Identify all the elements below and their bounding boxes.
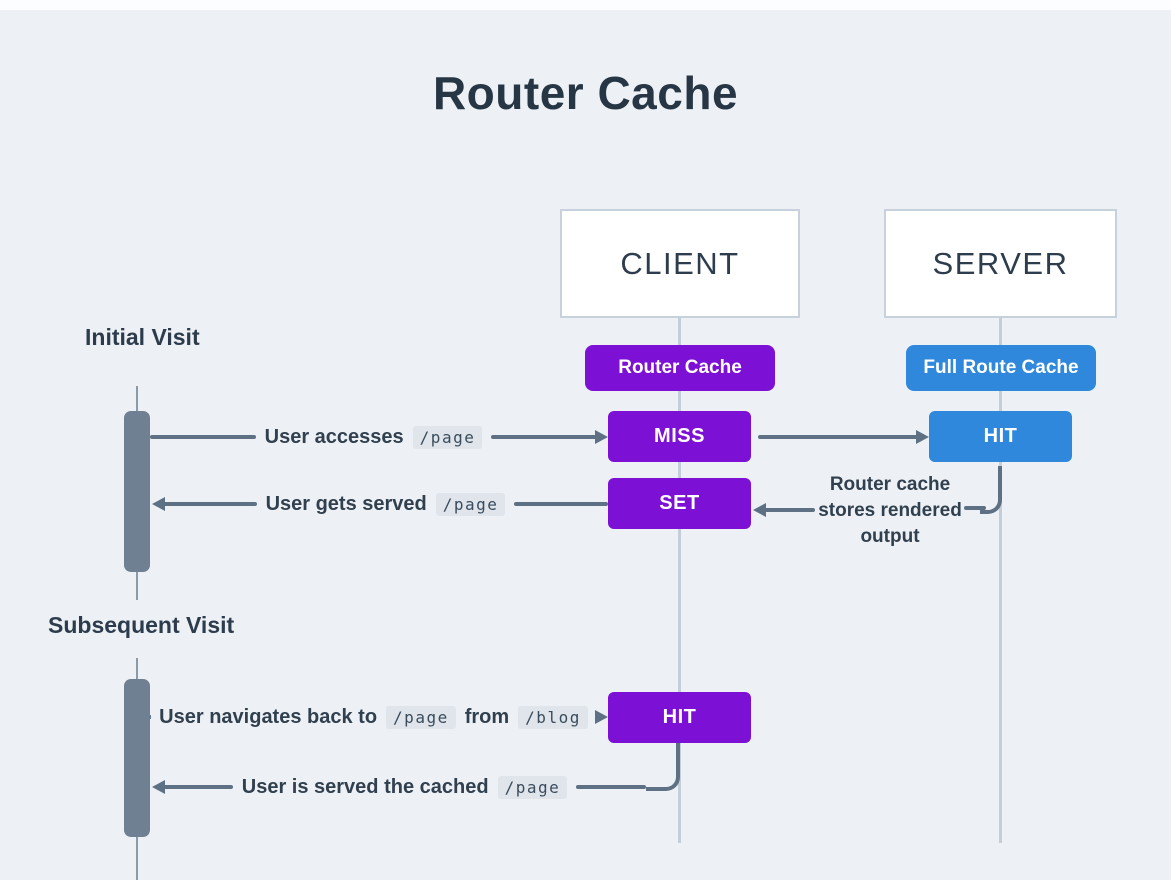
message-text: User navigates back to <box>159 705 378 728</box>
message-text: User is served the cached <box>241 775 489 798</box>
server-actor-box: SERVER <box>884 209 1117 318</box>
message-label: User navigates back to /page from /blog <box>150 705 597 729</box>
client-lifeline <box>678 316 681 843</box>
arrowhead-right-icon <box>916 430 929 444</box>
node-miss: MISS <box>608 411 751 462</box>
note-line-1: Router cache <box>829 474 951 495</box>
message-text-2: from <box>464 705 510 728</box>
note-line-3: output <box>860 526 920 547</box>
arrowhead-right-icon <box>595 710 609 724</box>
message-user-served-cached: User is served the cached /page <box>152 773 646 801</box>
note-line-2: stores rendered <box>818 500 962 521</box>
node-set-label: SET <box>659 492 700 514</box>
server-elbow-connector <box>980 466 1002 514</box>
node-client-hit-label: HIT <box>662 706 697 728</box>
node-set: SET <box>608 478 751 529</box>
message-text: User accesses <box>264 425 404 448</box>
arrow-line <box>576 785 646 789</box>
top-strip <box>0 0 1171 10</box>
arrowhead-left-icon <box>753 503 766 517</box>
arrow-line <box>491 435 597 439</box>
message-miss-to-hit <box>758 423 929 451</box>
client-actor-label: CLIENT <box>620 245 740 281</box>
note-arrow-into-set <box>753 496 815 524</box>
subsequent-visit-activation-bar <box>124 679 150 837</box>
arrowhead-right-icon <box>595 430 608 444</box>
arrowhead-left-icon <box>152 780 165 794</box>
node-server-hit: HIT <box>929 411 1072 462</box>
full-route-cache-badge-label: Full Route Cache <box>923 357 1079 378</box>
node-client-hit: HIT <box>608 692 751 743</box>
route-chip-blog: /blog <box>518 705 588 729</box>
note-connector-dash <box>964 506 986 510</box>
client-hit-elbow-connector <box>646 741 680 791</box>
router-cache-badge: Router Cache <box>585 345 775 391</box>
message-text: User gets served <box>265 492 427 515</box>
arrow-line <box>514 502 608 506</box>
initial-visit-activation-bar <box>124 411 150 572</box>
arrow-line <box>163 502 257 506</box>
message-label: User is served the cached /page <box>233 775 576 799</box>
page-title: Router Cache <box>432 67 739 119</box>
section-label-initial-visit: Initial Visit <box>85 324 200 350</box>
route-chip-page: /page <box>497 775 568 799</box>
full-route-cache-badge: Full Route Cache <box>906 345 1096 391</box>
message-user-accesses: User accesses /page <box>150 423 608 451</box>
note-router-cache-stores: Router cache stores rendered output <box>780 472 1000 550</box>
arrow-line <box>150 435 256 439</box>
message-label: User gets served /page <box>257 492 515 516</box>
section-label-subsequent-visit: Subsequent Visit <box>48 612 235 638</box>
server-actor-label: SERVER <box>932 245 1069 281</box>
route-chip-page: /page <box>412 425 483 449</box>
message-user-gets-served: User gets served /page <box>152 490 608 518</box>
route-chip-page: /page <box>435 492 506 516</box>
arrow-line <box>764 508 815 512</box>
node-miss-label: MISS <box>654 425 705 447</box>
client-actor-box: CLIENT <box>560 209 800 318</box>
arrow-line <box>758 435 918 439</box>
arrow-line <box>163 785 233 789</box>
server-lifeline <box>999 316 1002 843</box>
message-label: User accesses /page <box>256 425 492 449</box>
arrowhead-left-icon <box>152 497 165 511</box>
router-cache-badge-label: Router Cache <box>618 357 742 378</box>
message-user-navigates-back: User navigates back to /page from /blog <box>150 703 609 731</box>
route-chip-page: /page <box>386 705 456 729</box>
node-server-hit-label: HIT <box>983 425 1018 447</box>
